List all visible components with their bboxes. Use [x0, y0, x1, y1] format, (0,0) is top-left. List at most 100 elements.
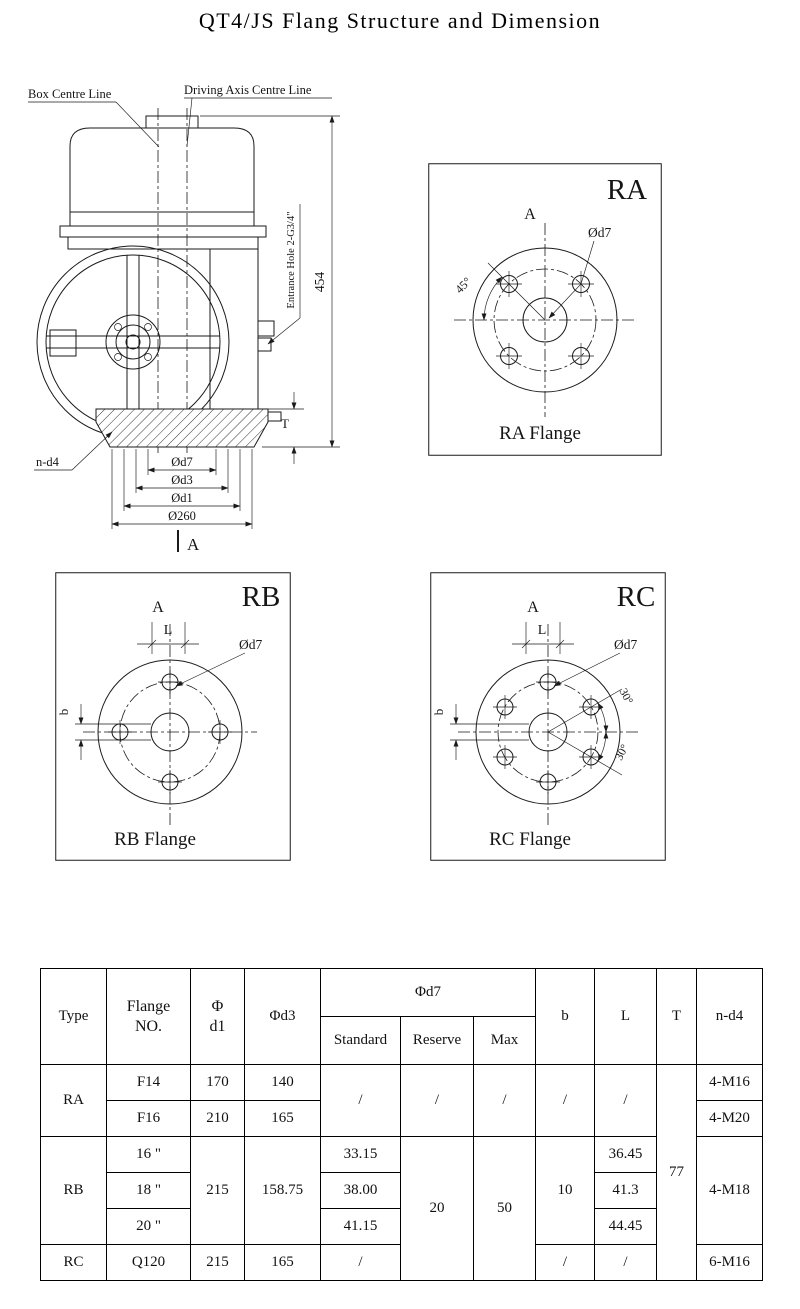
cell-rc-d1: 215 [190, 1244, 245, 1281]
ra-bolt-holes [496, 271, 594, 369]
rb-b-label: b [56, 709, 71, 716]
cell-rc-d3: 165 [244, 1244, 321, 1281]
box-centre-line-leader [28, 101, 160, 148]
table-row: F16 210 165 4-M20 [41, 1100, 763, 1137]
main-structure-drawing: Box Centre Line Driving Axis Centre Line [28, 83, 340, 554]
mounting-flange [95, 408, 282, 448]
cell-ra-f16-nd4: 4-M20 [696, 1100, 763, 1137]
cell-rb-rc-reserve: 20 [400, 1136, 474, 1281]
cell-ra-standard: / [320, 1064, 401, 1137]
rb-d7-label: Ød7 [239, 637, 262, 652]
dim-d7-label: Ød7 [171, 455, 193, 469]
actuator-body [49, 115, 275, 410]
n-d4-label: n-d4 [36, 455, 60, 469]
cell-ra-f16-d3: 165 [244, 1100, 321, 1137]
cell-rb-18-no: 18 " [106, 1172, 191, 1209]
cell-ra-max: / [473, 1064, 536, 1137]
rc-d7-label: Ød7 [614, 637, 637, 652]
dimension-d7: Ød7 [147, 449, 217, 475]
dim-t-label: T [281, 416, 289, 431]
cell-rb-type: RB [40, 1136, 107, 1245]
dimension-d260: Ø260 [111, 449, 253, 529]
rc-caption: RC Flange [489, 829, 571, 850]
cell-ra-f14-no: F14 [106, 1064, 191, 1101]
cell-ra-f14-d1: 170 [190, 1064, 245, 1101]
rc-b-dimension: b [431, 704, 529, 760]
section-a-marker: A [177, 530, 200, 554]
cell-rb-d3: 158.75 [244, 1136, 321, 1245]
rb-l-label: L [164, 623, 173, 638]
cell-rb-20-no: 20 " [106, 1208, 191, 1245]
header-flange-no-line1: Flange [126, 998, 171, 1016]
cell-rc-standard: / [320, 1244, 401, 1281]
cell-ra-f14-nd4: 4-M16 [696, 1064, 763, 1101]
table-row: 18 " 38.00 41.3 [41, 1172, 763, 1209]
rc-axis-label: A [527, 599, 539, 616]
cell-rb-rc-max: 50 [473, 1136, 536, 1281]
table-row: RB 16 " 215 158.75 33.15 20 50 10 36.45 … [40, 1136, 763, 1281]
cell-rc-type: RC [40, 1244, 107, 1281]
cell-rb-16-standard: 33.15 [320, 1136, 401, 1173]
ra-axis-label: A [524, 206, 536, 223]
dim-454-label: 454 [312, 272, 327, 293]
rc-30deg-dimensions: 30° 30° [547, 687, 635, 776]
ra-angle-label: 45° [452, 274, 474, 296]
rc-angle-label-1: 30° [617, 687, 635, 707]
header-d7-group: Φd7 [320, 968, 536, 1017]
box-centre-line-label: Box Centre Line [28, 87, 112, 101]
header-t: T [656, 968, 697, 1065]
ra-45deg-dimension: 45° [452, 262, 546, 321]
driving-axis-leader [184, 97, 332, 147]
dimension-d1: Ød1 [123, 449, 241, 511]
cell-ra-reserve: / [400, 1064, 474, 1137]
cell-rb-16-no: 16 " [106, 1136, 191, 1173]
rb-b-dimension: b [56, 704, 151, 760]
cell-rc-nd4: 6-M16 [696, 1244, 763, 1281]
handwheel [36, 245, 230, 439]
header-d1-line2: d1 [209, 1017, 226, 1035]
header-l: L [594, 968, 657, 1065]
dimension-454: 454 [200, 115, 340, 448]
rc-flange-view: RC A L Ød7 [430, 572, 666, 861]
cell-rb-18-l: 41.3 [594, 1172, 657, 1209]
rb-axis-label: A [152, 599, 164, 616]
header-n-d4: n-d4 [696, 968, 763, 1065]
header-b: b [535, 968, 595, 1065]
header-d3: Φd3 [244, 968, 321, 1065]
entrance-hole-label: Entrance Hole 2-G3/4" [286, 211, 297, 308]
n-d4-note: n-d4 [34, 431, 113, 471]
rb-l-dimension: L [137, 622, 199, 654]
table-row: RA F14 170 140 / / / / / 77 4-M16 [40, 1064, 763, 1281]
table-row: RC Q120 215 165 / / / 6-M16 [40, 1244, 763, 1281]
dim-d3-label: Ød3 [171, 473, 193, 487]
centre-lines [157, 108, 188, 453]
cell-ra-b: / [535, 1064, 595, 1137]
rb-corner-label: RB [242, 581, 281, 613]
header-d1: Φ d1 [190, 968, 245, 1065]
header-reserve: Reserve [400, 1016, 474, 1065]
cell-ra-f16-no: F16 [106, 1100, 191, 1137]
driving-axis-label: Driving Axis Centre Line [184, 83, 312, 97]
cell-ra-type: RA [40, 1064, 107, 1137]
header-standard: Standard [320, 1016, 401, 1065]
cell-ra-f14-d3: 140 [244, 1064, 321, 1101]
header-flange-no-line2: NO. [134, 1017, 163, 1035]
ra-flange-view: RA A Ød7 45° RA Flange [428, 163, 662, 456]
dimension-T: T [262, 392, 340, 464]
cell-rb-nd4: 4-M18 [696, 1136, 763, 1245]
section-a-label: A [187, 535, 200, 554]
rc-l-label: L [538, 623, 547, 638]
table-row: 20 " 41.15 44.45 [41, 1208, 763, 1245]
cell-rb-18-standard: 38.00 [320, 1172, 401, 1209]
rc-l-dimension: L [512, 622, 574, 654]
ra-d7-label: Ød7 [588, 225, 611, 240]
ra-corner-label: RA [607, 174, 647, 206]
header-max: Max [473, 1016, 536, 1065]
header-d1-line1: Φ [211, 998, 224, 1016]
ra-caption: RA Flange [499, 423, 581, 444]
dimension-d3: Ød3 [135, 449, 229, 493]
cell-rc-b: / [535, 1244, 595, 1281]
rc-corner-label: RC [617, 581, 656, 613]
cell-rc-no: Q120 [106, 1244, 191, 1281]
